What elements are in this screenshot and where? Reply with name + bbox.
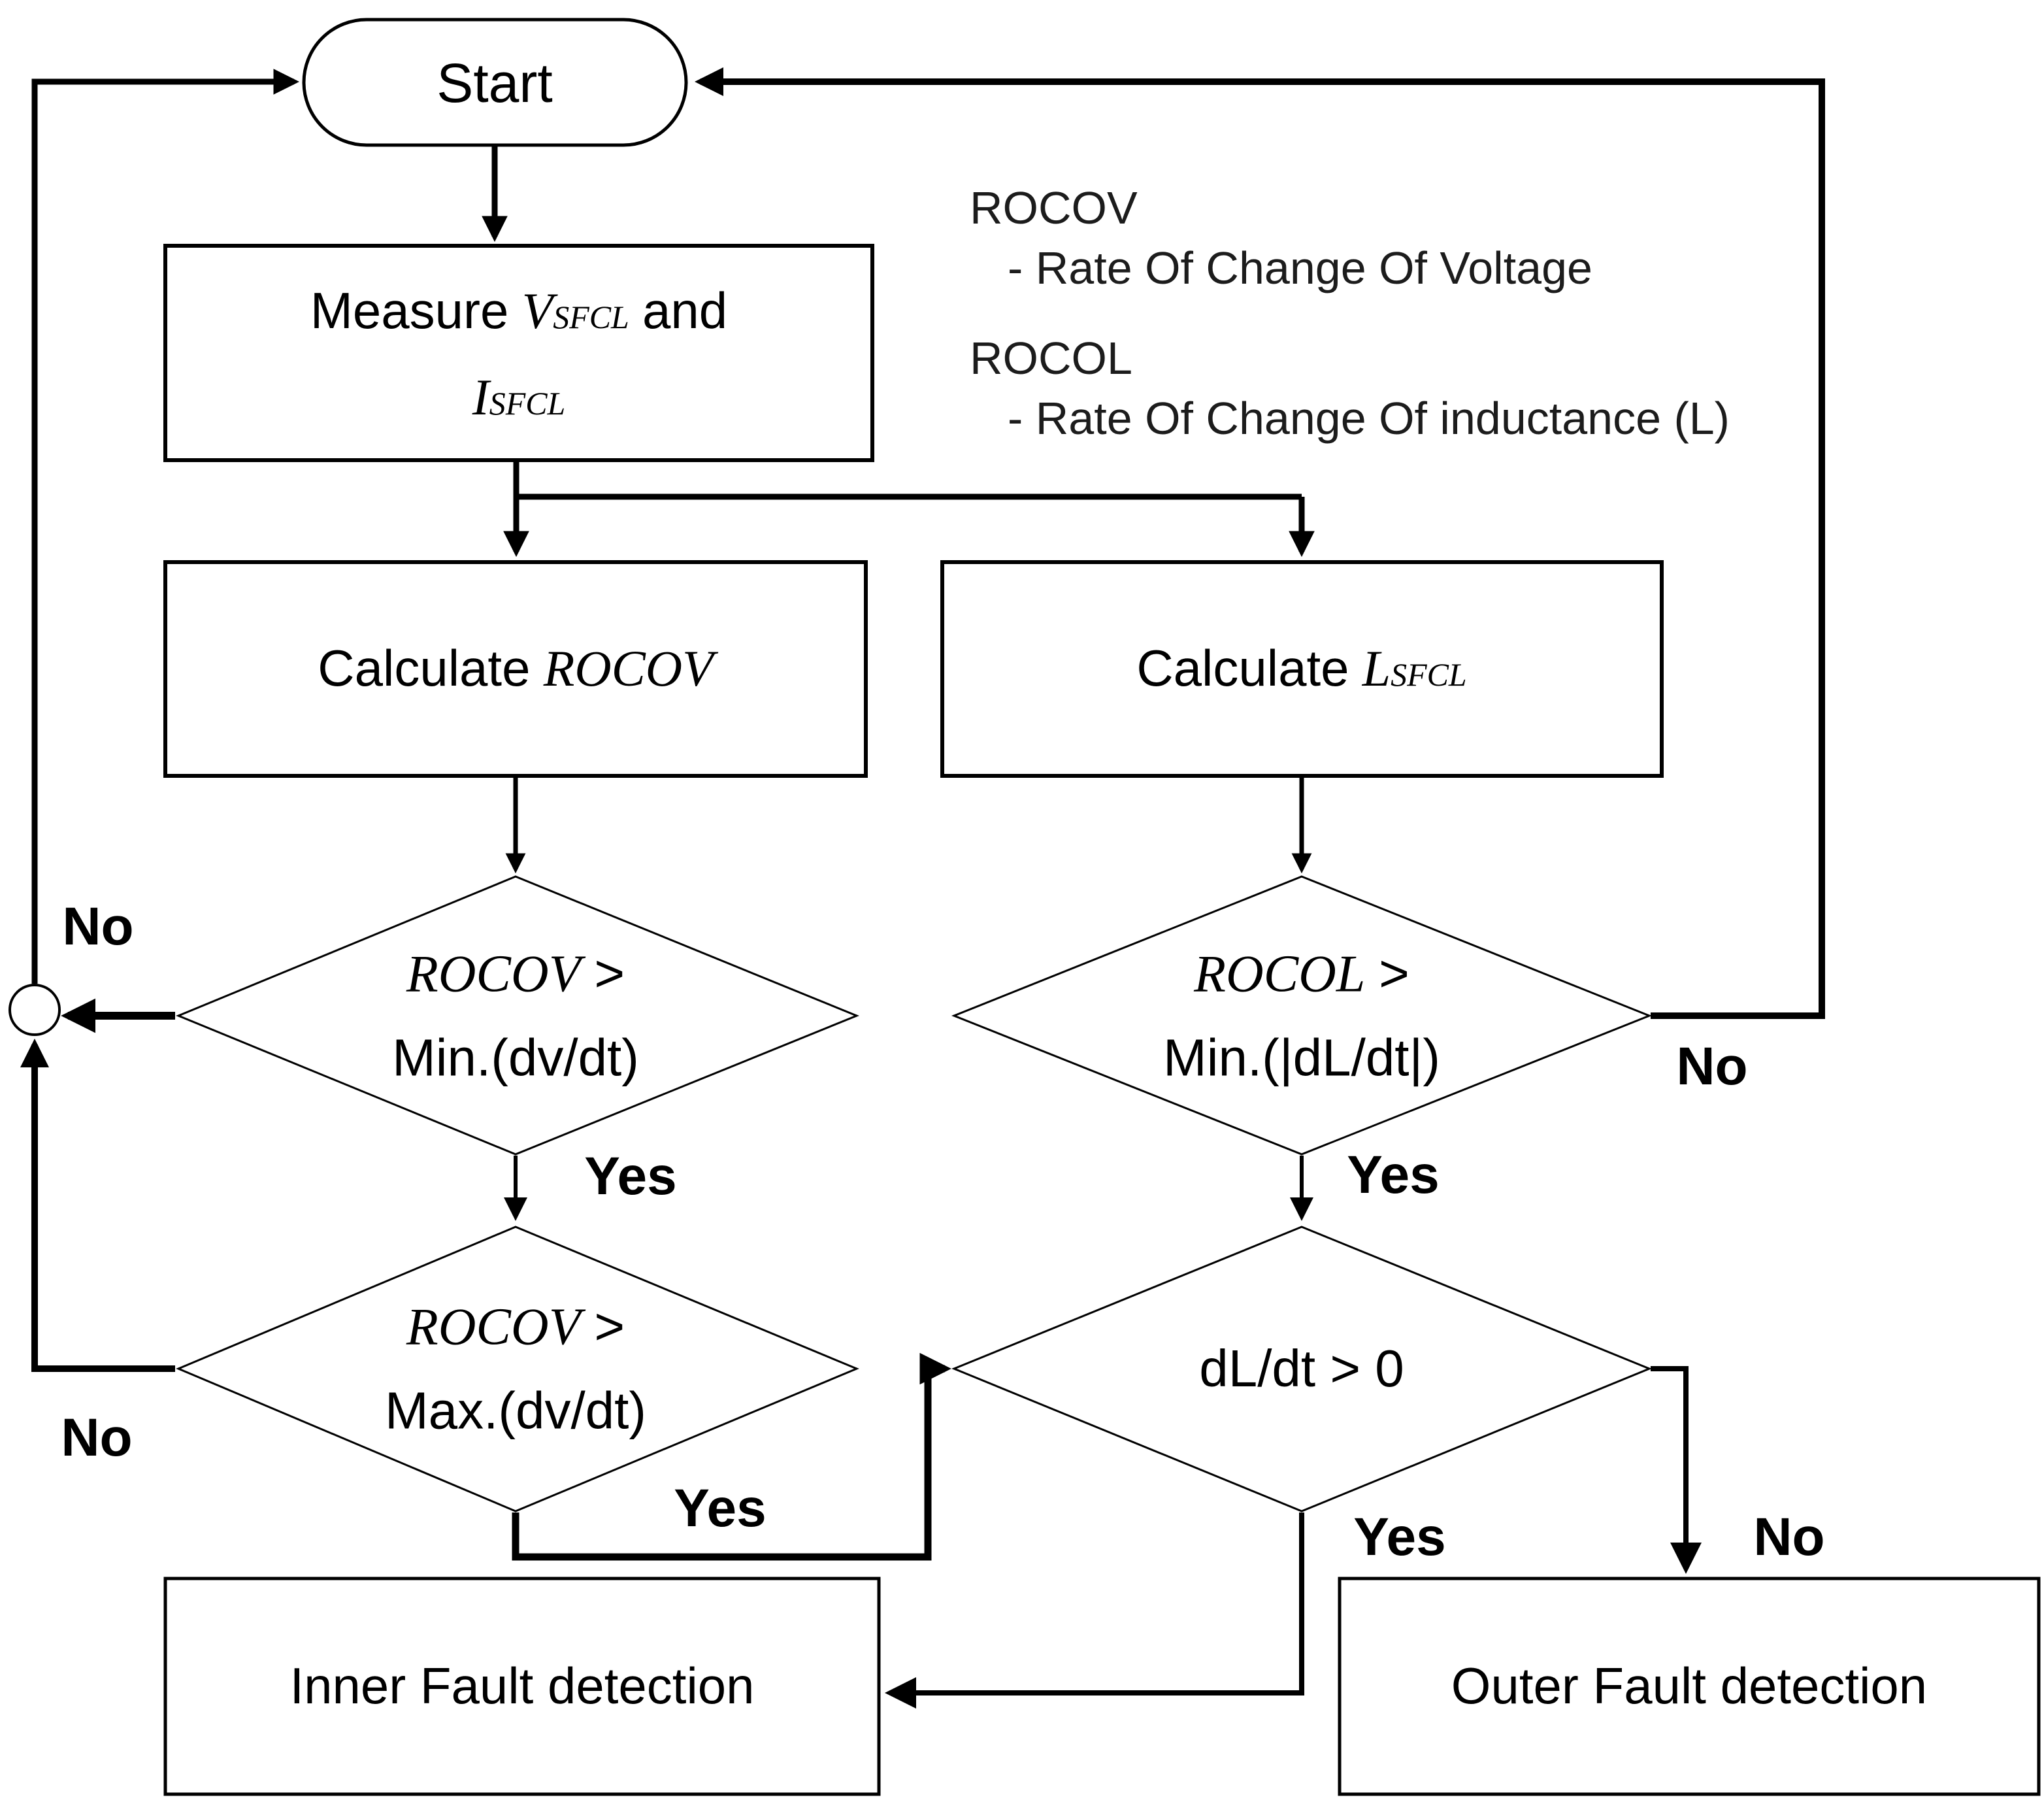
- legend-term-rocol: ROCOL: [970, 333, 1132, 384]
- measure-node: [163, 244, 874, 462]
- outer-fault-node: [1338, 1577, 2041, 1796]
- legend-def-rocol: - Rate Of Change Of inductance (L): [1008, 393, 1730, 444]
- label-no-rocol-min: No: [1676, 1037, 1748, 1096]
- start-label: Start: [437, 52, 553, 114]
- label-yes-rocov-min: Yes: [584, 1146, 677, 1206]
- edge-rocol-min-no-to-start: [695, 67, 1825, 1019]
- decision-rocov-max-node: [176, 1226, 859, 1512]
- decision-rocol-min-label: ROCOL > Min.(|dL/dt|): [1163, 944, 1440, 1087]
- label-yes-dldt: Yes: [1353, 1507, 1446, 1567]
- decision-rocol-min-node: [951, 875, 1653, 1156]
- legend-group-rocov: ROCOV - Rate Of Change Of Voltage: [970, 178, 1730, 298]
- edge-rocov-max-yes-to-dldt: [512, 1352, 951, 1561]
- start-node: [302, 18, 688, 147]
- label-no-rocov-min: No: [62, 897, 134, 956]
- decision-dldt-node: [951, 1226, 1652, 1512]
- legend-term-rocov: ROCOV: [970, 182, 1138, 233]
- edge-rocov-max-no-to-junction: [20, 1039, 175, 1372]
- legend-group-rocol: ROCOL - Rate Of Change Of inductance (L): [970, 328, 1730, 448]
- calc-l-node: [940, 560, 1664, 778]
- edge-dldt-no-to-outer: [1651, 1366, 1702, 1574]
- inner-fault-label: Inner Fault detection: [289, 1657, 755, 1715]
- legend-def-rocov: - Rate Of Change Of Voltage: [1008, 242, 1592, 293]
- decision-rocov-max-label: ROCOV > Max.(dv/dt): [384, 1297, 647, 1440]
- decision-rocov-min-node: [176, 875, 859, 1156]
- calc-rocov-label: Calculate ROCOV: [318, 639, 714, 697]
- legend: ROCOV - Rate Of Change Of Voltage ROCOL …: [970, 178, 1730, 448]
- label-no-rocov-max: No: [61, 1408, 133, 1467]
- loop-junction-circle: [8, 984, 61, 1036]
- decision-dldt-label: dL/dt > 0: [1199, 1339, 1404, 1397]
- decision-rocov-min-label: ROCOV > Min.(dv/dt): [392, 944, 639, 1087]
- edge-dldt-yes-to-inner: [885, 1512, 1304, 1709]
- edge-junction-to-start: [31, 69, 300, 984]
- calc-rocov-node: [163, 560, 868, 778]
- outer-fault-label: Outer Fault detection: [1451, 1657, 1928, 1715]
- inner-fault-node: [163, 1577, 881, 1796]
- label-yes-rocov-max: Yes: [674, 1478, 766, 1538]
- label-yes-rocol-min: Yes: [1347, 1145, 1440, 1205]
- label-no-dldt: No: [1753, 1507, 1825, 1567]
